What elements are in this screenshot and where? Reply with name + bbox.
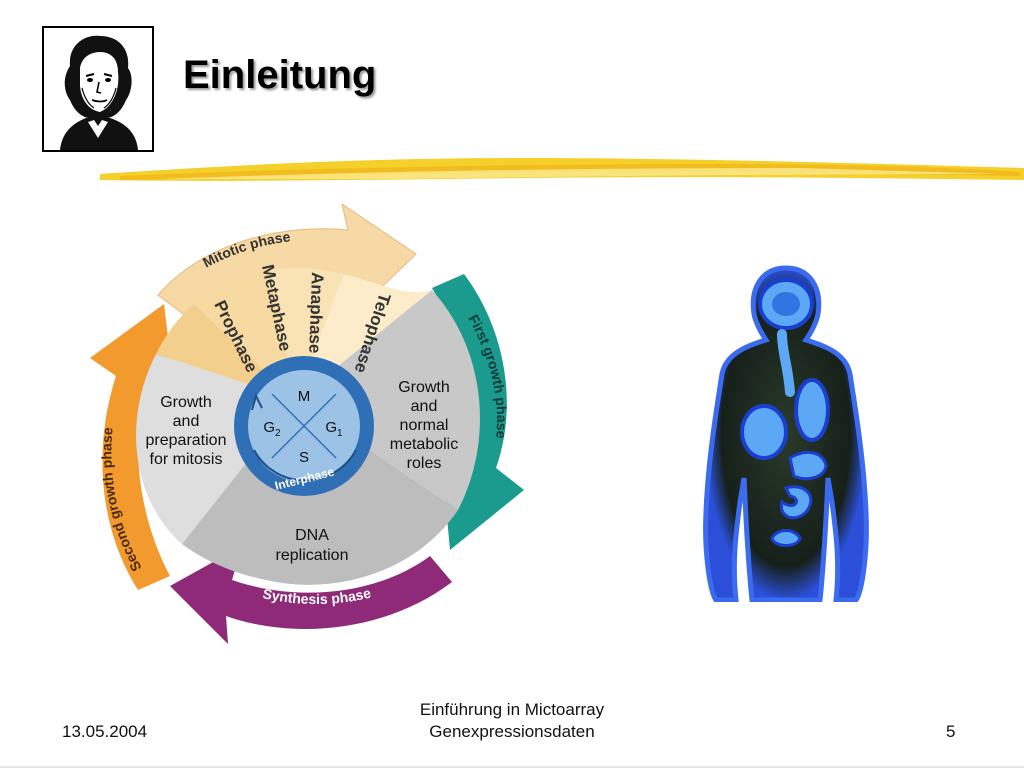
- cell-cycle-diagram: Mitotic phase First growth phase Synthes…: [90, 202, 524, 644]
- g1-label: G1: [325, 419, 343, 439]
- mitosis-sector-anaphase: [270, 267, 344, 400]
- s-line: DNA: [295, 527, 329, 544]
- g1-base: G: [325, 419, 337, 436]
- bottom-divider: [0, 766, 1024, 768]
- g1-line: roles: [407, 455, 442, 472]
- g1-description: Growth and normal metabolic roles: [390, 379, 458, 472]
- synthesis-phase-label: Synthesis phase: [261, 585, 372, 607]
- page-title: Einleitung: [183, 53, 377, 97]
- goethe-portrait-logo: [42, 26, 154, 152]
- s-description: DNA replication: [276, 527, 349, 564]
- footer-title: Einführung in Mictoarray Genexpressionsd…: [362, 699, 662, 743]
- anaphase-label: Anaphase: [305, 272, 327, 354]
- svg-text:Synthesis phase: Synthesis phase: [261, 585, 372, 607]
- footer-title-line-2: Genexpressionsdaten: [429, 722, 595, 741]
- g1-line: metabolic: [390, 436, 458, 453]
- s-line: replication: [276, 547, 349, 564]
- g2-description: Growth and preparation for mitosis: [146, 394, 227, 468]
- g1-line: Growth: [398, 379, 450, 396]
- g2-label: G2: [263, 419, 281, 439]
- page-number: 5: [946, 722, 956, 741]
- g1-line: and: [411, 398, 438, 415]
- s-label: S: [299, 449, 309, 466]
- g1-sector: [296, 290, 480, 510]
- g1-sub: 1: [337, 428, 343, 439]
- g2-base: G: [263, 419, 275, 436]
- g2-line: preparation: [146, 432, 227, 449]
- g2-line: and: [173, 413, 200, 430]
- footer-date: 13.05.2004: [62, 722, 148, 741]
- m-label: M: [298, 388, 311, 405]
- synthesis-phase-arrow: [170, 546, 452, 644]
- g2-sub: 2: [275, 428, 281, 439]
- g2-line: for mitosis: [150, 451, 223, 468]
- human-body-organs-illustration: [703, 265, 869, 602]
- footer-title-line-1: Einführung in Mictoarray: [419, 700, 605, 719]
- title-underline-brush: [100, 158, 1024, 181]
- g2-line: Growth: [160, 394, 212, 411]
- g1-line: normal: [400, 417, 449, 434]
